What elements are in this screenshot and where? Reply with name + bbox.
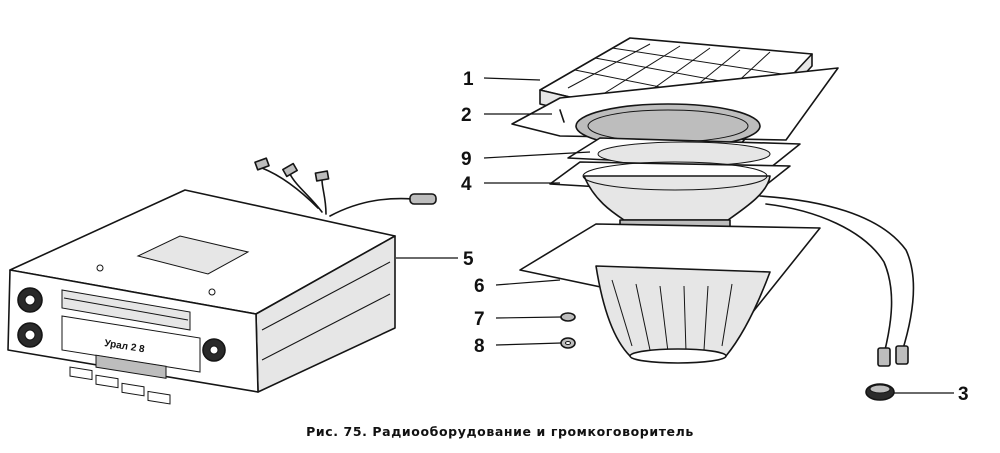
callout-4: 4 xyxy=(461,174,472,195)
volume-knob xyxy=(17,287,43,313)
radio-wiring-harness xyxy=(254,157,437,217)
washer xyxy=(560,337,576,349)
callout-9: 9 xyxy=(461,149,472,170)
speaker-driver xyxy=(549,161,791,257)
radio-receiver-unit: Урал 2 8 xyxy=(7,157,437,405)
figure-caption: Рис. 75. Радиооборудование и громкоговор… xyxy=(306,424,694,439)
callout-1: 1 xyxy=(463,69,474,90)
leader-lines xyxy=(396,77,954,394)
nut xyxy=(560,312,576,322)
right-knob xyxy=(202,338,226,362)
top-label-plate xyxy=(136,235,250,275)
upper-mounting-plate xyxy=(511,67,839,149)
callout-7: 7 xyxy=(474,309,485,330)
callout-3: 3 xyxy=(958,384,969,405)
callout-2: 2 xyxy=(461,105,472,126)
callout-6: 6 xyxy=(474,276,485,297)
preset-buttons xyxy=(69,366,171,405)
tuning-knob xyxy=(17,322,43,348)
rubber-cap xyxy=(865,383,895,401)
callout-8: 8 xyxy=(474,336,485,357)
callout-5: 5 xyxy=(463,249,474,270)
speaker-housing-bracket xyxy=(519,195,915,367)
